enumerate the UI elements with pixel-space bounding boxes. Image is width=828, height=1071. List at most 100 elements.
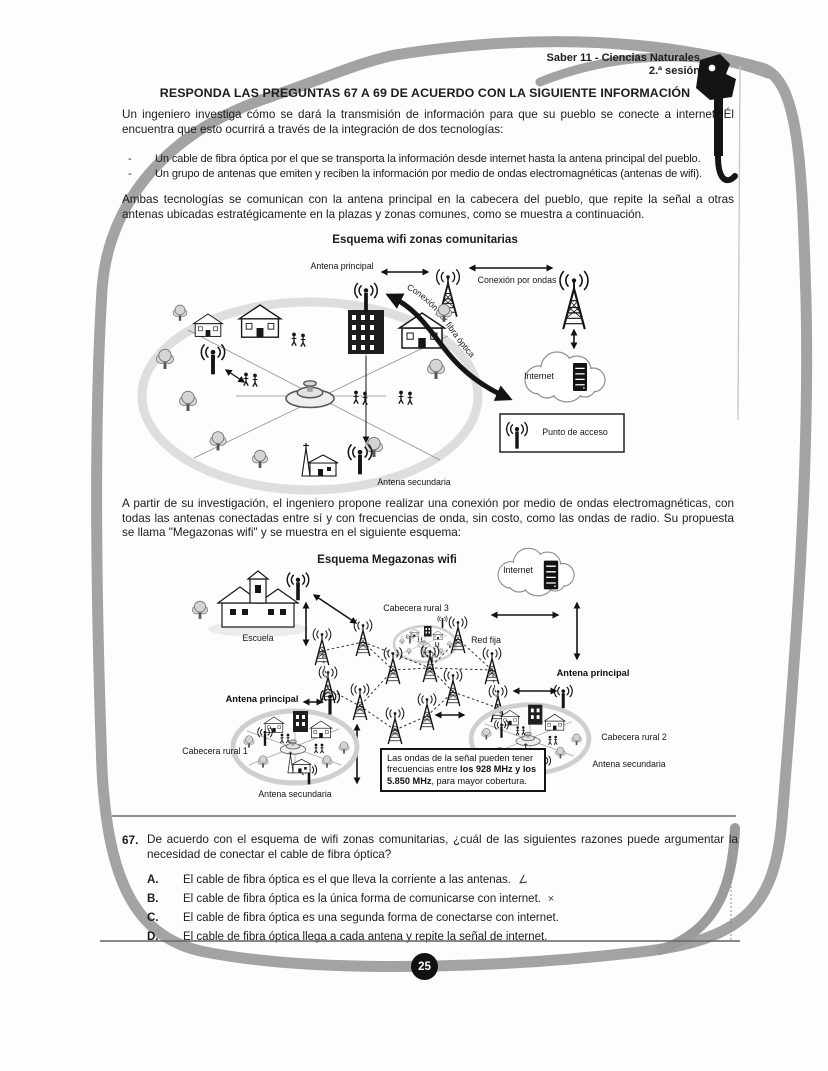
instructions-banner: RESPONDA LAS PREGUNTAS 67 A 69 DE ACUERD…: [159, 86, 691, 100]
frequency-note-box: Las ondas de la señal pueden tener frecu…: [380, 748, 546, 792]
antena-principal-right-label: Antena principal: [556, 668, 630, 678]
diagram2: Internet Escuela Cabecera rural 3 Red fi…: [118, 545, 738, 817]
bullet-text: Un cable de fibra óptica por el que se t…: [155, 153, 701, 165]
antena-secundaria-right-label: Antena secundaria: [592, 759, 666, 769]
tree-icon: [209, 431, 227, 451]
building-windows: [352, 315, 374, 350]
radio-tower-icon: [353, 618, 373, 657]
server-icon: [543, 559, 559, 591]
diagram2-drawing: [191, 547, 738, 817]
option-text: El cable de fibra óptica es la única for…: [183, 893, 541, 906]
intro-paragraph: Un ingeniero investiga cómo se dará la t…: [122, 108, 734, 136]
fountain-icon: [285, 380, 335, 409]
antena-secundaria-label: Antena secundaria: [377, 477, 451, 487]
person-icon: [290, 331, 298, 347]
radio-tower-icon: [420, 644, 440, 683]
person-icon: [251, 372, 259, 388]
handwritten-mark: ×: [547, 892, 555, 906]
option-row: D. El cable de fibra óptica llega a cada…: [147, 928, 738, 947]
list-item: - Un cable de fibra óptica por el que se…: [128, 152, 734, 167]
access-point-icon: [200, 343, 226, 376]
antena-principal-label: Antena principal: [310, 261, 374, 271]
tree-icon: [427, 358, 445, 380]
option-row: C. El cable de fibra óptica es una segun…: [147, 909, 738, 928]
list-item: - Un grupo de antenas que emiten y recib…: [128, 167, 734, 182]
corner-clip-icon: [696, 54, 738, 184]
note-bold: los 928 MHz y los 5.850 MHz: [387, 764, 537, 786]
village-cluster-icon: [233, 690, 357, 784]
option-text: El cable de fibra óptica es una segunda …: [183, 912, 559, 925]
red-fija-label: Red fija: [471, 635, 501, 645]
bullet-text: Un grupo de antenas que emiten y reciben…: [155, 168, 702, 180]
church-icon: [301, 442, 339, 477]
cabecera-rural-3-label: Cabecera rural 3: [383, 603, 449, 613]
escuela-label: Escuela: [242, 633, 274, 643]
option-text: El cable de fibra óptica llega a cada an…: [183, 931, 548, 944]
section-divider: [112, 815, 736, 817]
diagram1: Conexión por fibra óptica: [118, 248, 738, 495]
radio-tower-icon: [443, 668, 463, 707]
internet-label: Internet: [503, 565, 533, 575]
question-67: 67. De acuerdo con el esquema de wifi zo…: [122, 833, 738, 947]
diagram1-title: Esquema wifi zonas comunitarias: [332, 233, 518, 246]
radio-tower-icon: [558, 269, 590, 331]
diagram1-drawing: Conexión por fibra óptica: [137, 264, 625, 495]
village-cluster-icon: [394, 616, 456, 663]
tree-icon: [179, 390, 197, 412]
bullet-list: - Un cable de fibra óptica por el que se…: [128, 152, 734, 182]
page-number-badge: 25: [411, 953, 438, 980]
radio-tower-icon: [417, 692, 437, 731]
session-label: 2.ª sesión: [648, 65, 700, 77]
internet-cloud-icon: [524, 351, 606, 403]
mesh-links: [321, 638, 499, 731]
radio-tower-icon: [312, 627, 332, 666]
tree-icon: [191, 600, 209, 620]
bullet-dash: -: [128, 168, 132, 180]
option-letter: A.: [147, 874, 159, 887]
cabecera-rural-1-label: Cabecera rural 1: [182, 746, 248, 756]
radio-tower-icon: [350, 682, 370, 721]
conexion-ondas-label: Conexión por ondas: [477, 275, 557, 285]
person-icon: [352, 389, 360, 405]
cabecera-rural-2-label: Cabecera rural 2: [601, 732, 667, 742]
option-letter: C.: [147, 912, 159, 925]
option-letter: B.: [147, 893, 159, 906]
tree-icon: [365, 436, 383, 458]
footer-rule: [100, 940, 740, 942]
internet-cloud-icon: [497, 547, 575, 597]
exam-name: Saber 11 - Ciencias Naturales: [546, 52, 700, 64]
options-list: A. El cable de fibra óptica es el que ll…: [147, 871, 738, 947]
diagram2-title: Esquema Megazonas wifi: [317, 553, 457, 566]
bullet-dash: -: [128, 153, 132, 165]
note-pre: Las ondas de la señal pueden tener frecu…: [387, 753, 534, 775]
tree-icon: [251, 449, 269, 469]
handwritten-mark: ∠: [517, 873, 529, 887]
person-icon: [242, 371, 250, 387]
question-number: 67.: [122, 833, 139, 847]
server-icon: [572, 362, 588, 392]
note-post: , para mayor cobertura.: [431, 775, 527, 786]
internet-label: Internet: [524, 371, 554, 381]
option-text: El cable de fibra óptica es el que lleva…: [183, 874, 511, 887]
tree-icon: [172, 304, 188, 322]
radio-tower-icon: [318, 665, 338, 704]
punto-acceso-label: Punto de acceso: [542, 427, 608, 437]
school-icon: [208, 570, 308, 637]
question-text: De acuerdo con el esquema de wifi zonas …: [147, 833, 738, 861]
person-icon: [299, 332, 307, 348]
school-antenna-icon: [286, 571, 310, 601]
person-icon: [361, 390, 369, 406]
page-header: Saber 11 - Ciencias Naturales 2.ª sesión: [400, 52, 700, 78]
option-row: B. El cable de fibra óptica es la única …: [147, 890, 738, 909]
antena-secundaria-left-label: Antena secundaria: [258, 789, 332, 799]
person-icon: [397, 389, 405, 405]
context-paragraph: Ambas tecnologías se comunican con la an…: [122, 193, 734, 221]
antena-principal-left-label: Antena principal: [225, 694, 299, 704]
option-letter: D.: [147, 931, 159, 944]
person-icon: [406, 390, 414, 406]
proposal-paragraph: A partir de su investigación, el ingenie…: [122, 497, 734, 540]
radio-tower-icon: [385, 706, 405, 745]
radio-tower-icon: [482, 646, 502, 685]
